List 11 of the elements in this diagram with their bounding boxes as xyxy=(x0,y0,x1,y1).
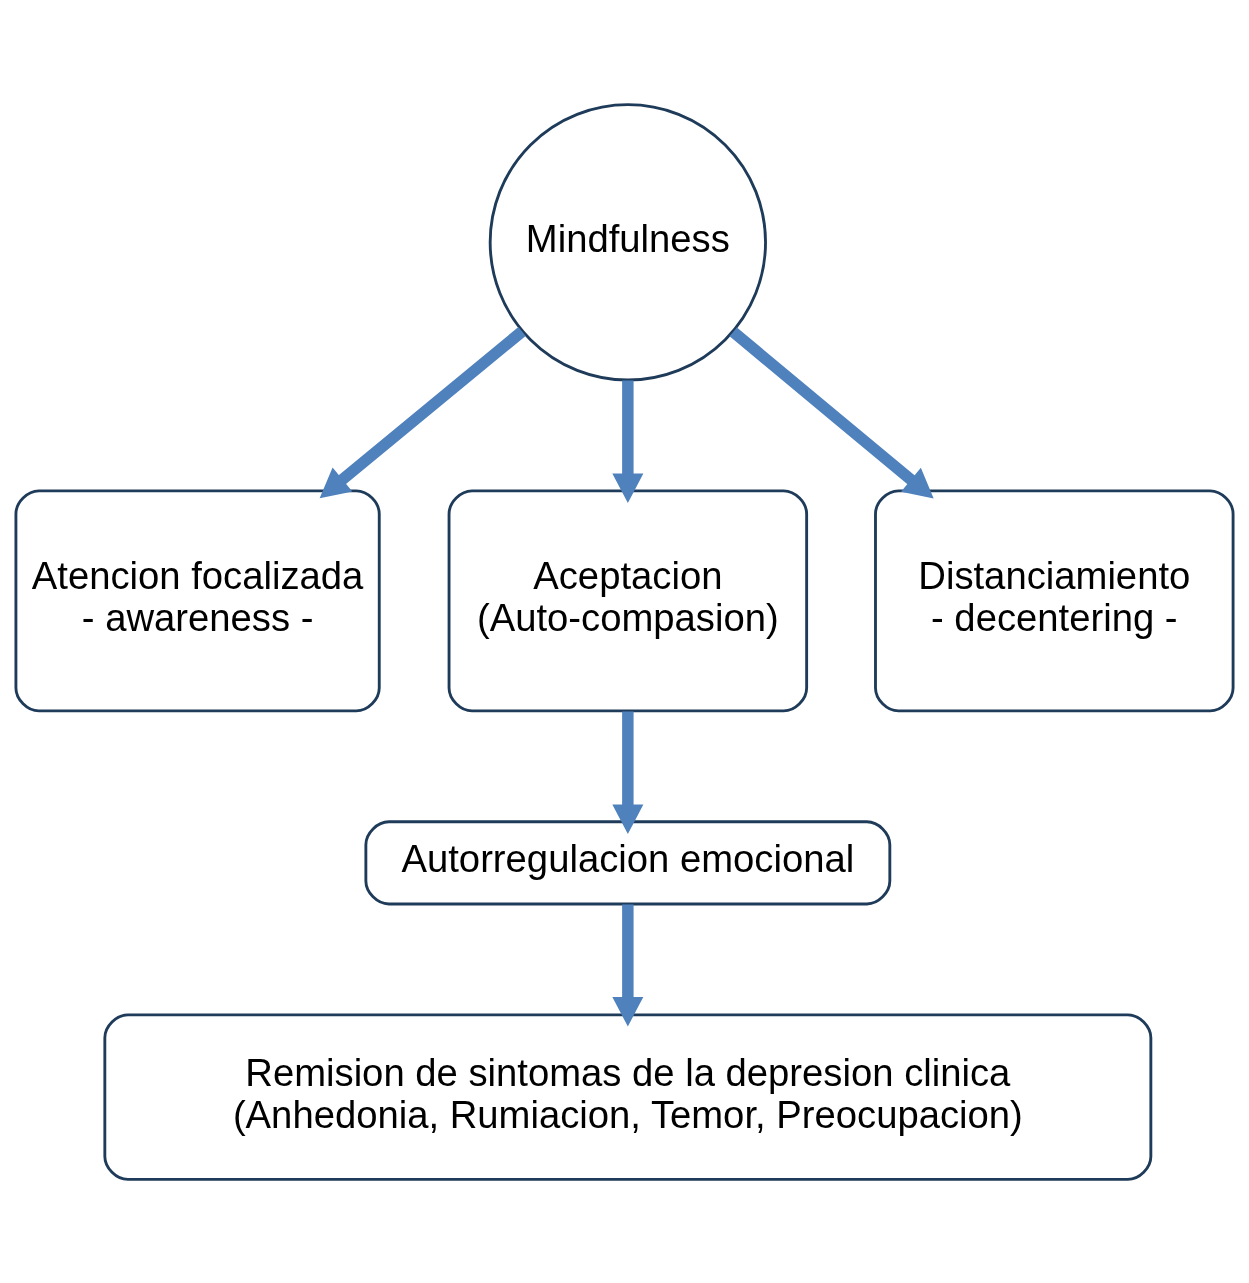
node-circle: Mindfulness xyxy=(488,102,767,381)
node-box: Distanciamiento - decentering - xyxy=(874,489,1235,712)
node-box: Remision de sintomas de la depresion clinica (Anhedonia, Rumiacion, Temor, Preocupacion) xyxy=(103,1012,1153,1181)
arrow xyxy=(729,327,934,499)
arrow xyxy=(612,711,644,834)
arrow xyxy=(612,379,644,503)
node-box: Atencion focalizada - awareness - xyxy=(14,489,381,712)
node-box: Autorregulacion emocional xyxy=(364,819,892,905)
node-box: Aceptacion (Auto-compasion) xyxy=(447,489,809,712)
arrow xyxy=(612,903,644,1026)
arrow xyxy=(319,326,526,498)
